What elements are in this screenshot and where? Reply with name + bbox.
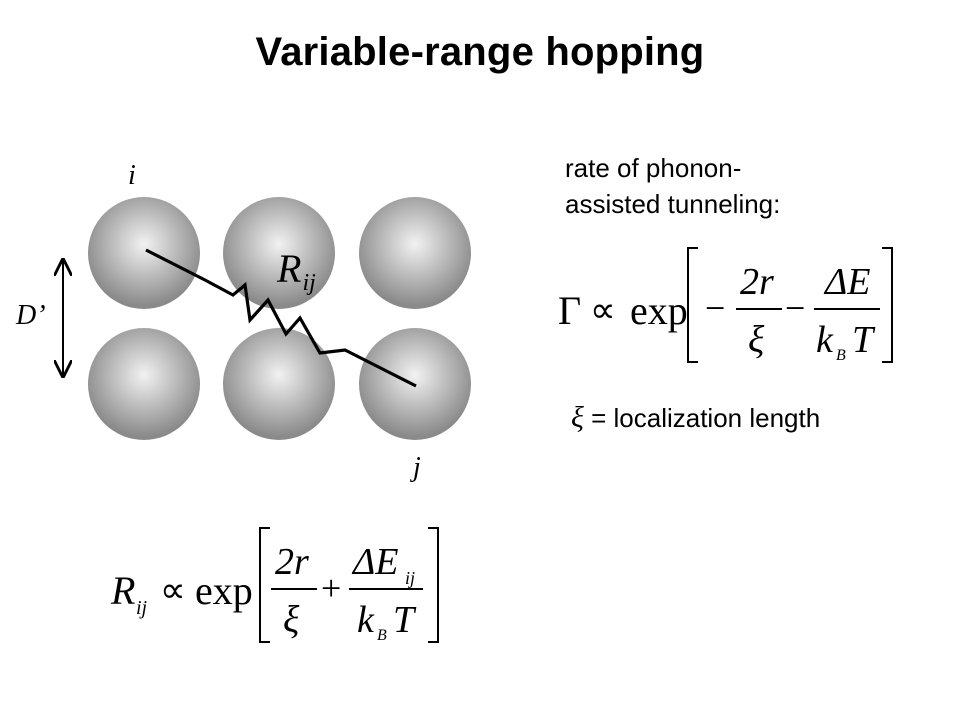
- fraction-2-b-sub: B: [836, 347, 846, 364]
- exp-function: exp: [195, 568, 253, 613]
- sphere-top-middle: [223, 197, 335, 309]
- rate-description: rate of phonon- assisted tunneling:: [565, 150, 780, 222]
- localization-length-text: = localization length: [591, 403, 821, 433]
- gamma-symbol: Γ: [558, 288, 581, 333]
- fraction-2-k: k: [816, 319, 834, 361]
- rate-line-1: rate of phonon-: [565, 153, 742, 183]
- fraction-2-b-sub: B: [377, 627, 387, 644]
- site-label-j: j: [413, 452, 421, 483]
- xi-symbol: ξ: [571, 401, 584, 434]
- fraction-2-t: T: [393, 599, 417, 641]
- fraction-2-numerator: ΔE: [823, 261, 871, 303]
- right-bracket: [882, 247, 893, 363]
- minus-2: −: [785, 288, 805, 328]
- page-title: Variable-range hopping: [255, 30, 705, 74]
- minus-1: −: [705, 288, 725, 328]
- exp-function: exp: [630, 288, 688, 333]
- plus-sign: +: [321, 568, 341, 608]
- fraction-1-denominator: ξ: [748, 319, 765, 361]
- left-bracket: [687, 247, 698, 363]
- fraction-1-numerator: 2r: [275, 541, 309, 583]
- site-label-i: i: [128, 160, 136, 191]
- fraction-2-numerator-sub: ij: [405, 568, 415, 588]
- hopping-path: [145, 248, 417, 388]
- resistance-sub: ij: [136, 597, 148, 619]
- sphere-top-right: [359, 197, 471, 309]
- rate-formula: Γ ∝ exp − 2r ξ − ΔE k B T: [558, 247, 893, 364]
- right-bracket: [428, 527, 439, 643]
- sphere-grid: [88, 197, 471, 440]
- proportional-symbol: ∝: [160, 570, 186, 610]
- fraction-1-numerator: 2r: [740, 261, 774, 303]
- fraction-1-denominator: ξ: [283, 599, 300, 641]
- proportional-symbol: ∝: [590, 290, 616, 330]
- spacing-label: D’: [16, 300, 46, 331]
- left-bracket: [259, 527, 270, 643]
- resistance-label: Rij: [277, 246, 316, 296]
- localization-length-note: ξ = localization length: [571, 401, 820, 435]
- rate-line-2: assisted tunneling:: [565, 189, 781, 219]
- fraction-2-t: T: [852, 319, 876, 361]
- sphere-bottom-middle: [223, 328, 335, 440]
- fraction-2-numerator: ΔE: [351, 541, 399, 583]
- sphere-bottom-left: [88, 328, 200, 440]
- fraction-2-k: k: [357, 599, 375, 641]
- sphere-top-left: [88, 197, 200, 309]
- resistance-formula: R ij ∝ exp 2r ξ + ΔE ij k B T: [110, 527, 439, 644]
- resistance-symbol: R: [110, 568, 135, 613]
